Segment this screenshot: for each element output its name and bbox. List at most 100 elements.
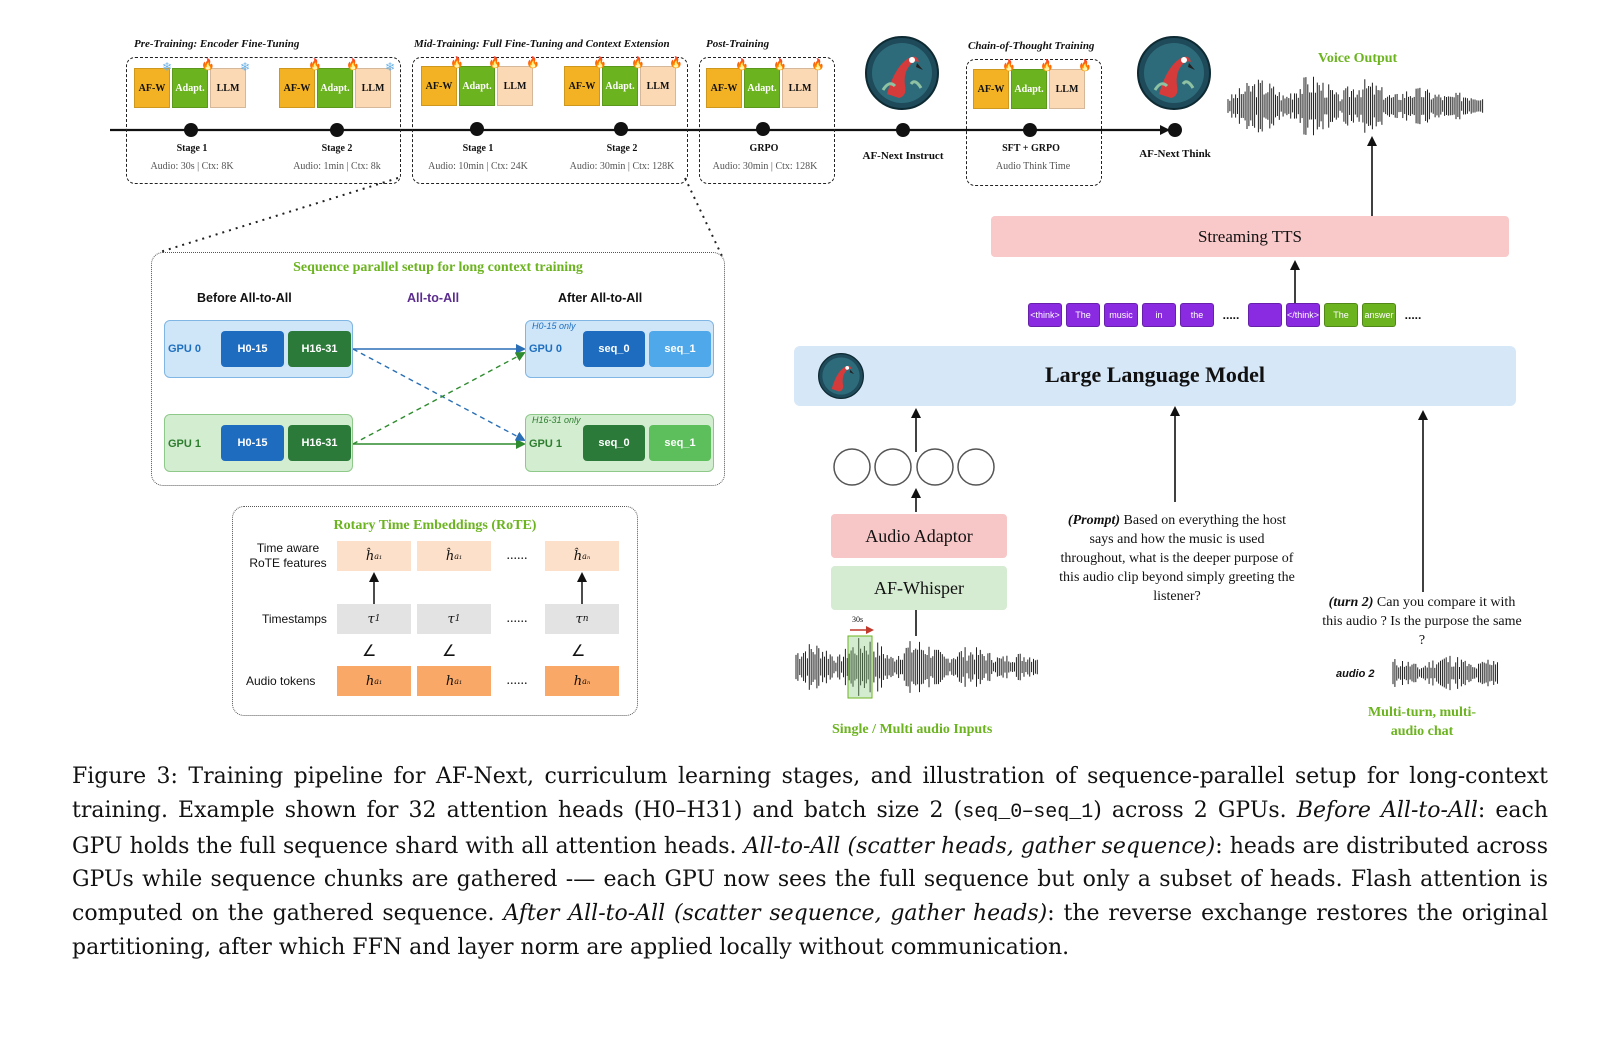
prompt-tag: (Prompt)	[1067, 513, 1121, 528]
caption-dash: –	[1022, 797, 1034, 823]
timeline-dot	[184, 123, 198, 137]
audio-2-waveform	[1392, 655, 1498, 691]
timeline-dot	[330, 123, 344, 137]
h0-15-only-label: H0-15 only	[532, 321, 576, 331]
rote-row3-label: Audio tokens	[246, 674, 316, 688]
multi-turn-label: Multi-turn, multi- audio chat	[1322, 703, 1522, 741]
turn2-text: (turn 2) Can you compare it with this au…	[1322, 593, 1522, 650]
caption-code1: seq_0	[962, 800, 1023, 824]
token-ellipsis: .....	[1222, 308, 1240, 322]
rote-title: Rotary Time Embeddings (RoTE)	[333, 518, 537, 533]
snowflake-icon: ❄	[162, 60, 173, 74]
stage-sub: Audio: 10min | Ctx: 24K	[428, 161, 528, 172]
stage-label: SFT + GRPO	[1002, 143, 1060, 154]
turn2-body: Can you compare it with this audio ? Is …	[1322, 595, 1522, 648]
audio-adaptor-label: Audio Adaptor	[865, 525, 973, 546]
rotation-angle-icon: ∠	[442, 643, 457, 660]
all-to-all-label: All-to-All	[407, 291, 460, 305]
window-30s-highlight	[847, 635, 873, 699]
rote-panel	[232, 506, 638, 716]
flame-icon: 🔥	[735, 59, 749, 71]
timeline-dot	[1168, 123, 1182, 137]
flame-icon: 🔥	[593, 57, 607, 69]
block-adapter: Adapt.	[1011, 69, 1047, 109]
caption-i2: All-to-All (scatter heads, gather sequen…	[743, 833, 1216, 859]
h16-31-only-label: H16-31 only	[532, 415, 581, 425]
rotation-angle-icon: ∠	[571, 643, 586, 660]
prompt-text: (Prompt) Based on everything the host sa…	[1058, 511, 1296, 606]
token-chip	[1248, 303, 1282, 327]
caption-p1: Training pipeline for AF-Next, curriculu…	[72, 764, 1548, 823]
block-llm: LLM	[640, 66, 676, 106]
audio-2-label: audio 2	[1336, 668, 1375, 680]
stage-sub: Audio: 30s | Ctx: 8K	[150, 161, 234, 172]
flamingo-logo-icon	[865, 36, 939, 110]
timeline-dot	[470, 122, 484, 136]
voice-output-label: Voice Output	[1318, 51, 1398, 66]
phase-title-cot: Chain-of-Thought Training	[968, 40, 1095, 52]
block-llm: LLM	[497, 66, 533, 106]
before-all-to-all-label: Before All-to-All	[197, 291, 292, 305]
embedding-circle	[874, 448, 912, 486]
flame-icon: 🔥	[631, 57, 645, 69]
caption-p2: ) across 2 GPUs.	[1093, 797, 1297, 823]
af-whisper-box: AF-Whisper	[831, 566, 1007, 610]
flamingo-logo-icon	[1137, 36, 1211, 110]
head-chip-h16-31: H16-31	[288, 425, 351, 461]
embedding-circle	[833, 448, 871, 486]
flame-icon: 🔥	[811, 59, 825, 71]
caption-p5: : the reverse exchange restores the orig…	[72, 901, 1548, 960]
block-adapter: Adapt.	[744, 68, 780, 108]
stage-label: GRPO	[749, 143, 779, 154]
token-chip: music	[1104, 303, 1138, 327]
token-chip: answer	[1362, 303, 1396, 327]
flame-icon: 🔥	[346, 59, 360, 71]
phase-title-pretraining: Pre-Training: Encoder Fine-Tuning	[134, 38, 300, 50]
rote-row1-line1: Time aware	[256, 541, 320, 555]
phase-title-midtraining: Mid-Training: Full Fine-Tuning and Conte…	[414, 38, 670, 50]
window-30s-label: 30s	[852, 615, 864, 624]
seq0-chip: seq_0	[583, 331, 645, 367]
turn2-tag: (turn 2)	[1328, 595, 1374, 610]
token-chip: <think>	[1028, 303, 1062, 327]
phase-box-pretraining	[126, 57, 401, 184]
flame-icon: 🔥	[1040, 60, 1054, 72]
snowflake-icon: ❄	[240, 60, 251, 74]
gpu0-label: GPU 0	[168, 343, 202, 355]
flame-icon: 🔥	[201, 59, 215, 71]
caption-i3: After All-to-All (scatter sequence, gath…	[503, 901, 1048, 927]
token-chip: in	[1142, 303, 1176, 327]
multi-turn-label-line1: Multi-turn, multi-	[1367, 705, 1477, 720]
stage-sub: Audio: 30min | Ctx: 128K	[712, 161, 818, 172]
stage-label: Stage 2	[321, 143, 353, 154]
model-label-think: AF-Next Think	[1139, 148, 1211, 160]
block-afw: AF-W	[564, 66, 600, 106]
zoom-line-right	[684, 177, 723, 257]
flame-icon: 🔥	[1078, 60, 1092, 72]
audio-inputs-label: Single / Multi audio Inputs	[832, 722, 993, 737]
model-label-instruct: AF-Next Instruct	[862, 150, 944, 162]
block-adapter: Adapt.	[602, 66, 638, 106]
block-adapter: Adapt.	[459, 66, 495, 106]
phase-box-posttraining	[699, 57, 835, 184]
stage-sub: Audio Think Time	[995, 161, 1071, 172]
head-chip-h0-15: H0-15	[221, 331, 284, 367]
timeline-dot	[614, 122, 628, 136]
caption-fig: Figure 3:	[72, 764, 178, 789]
token-ellipsis: .....	[1404, 308, 1422, 322]
token-chip: The	[1066, 303, 1100, 327]
prompt-body: Based on everything the host says and ho…	[1059, 513, 1295, 604]
streaming-tts-box: Streaming TTS	[991, 216, 1509, 257]
af-whisper-label: AF-Whisper	[874, 577, 964, 598]
timeline-dot	[756, 122, 770, 136]
rote-row2-label: Timestamps	[262, 612, 327, 626]
timeline-dot	[1023, 123, 1037, 137]
